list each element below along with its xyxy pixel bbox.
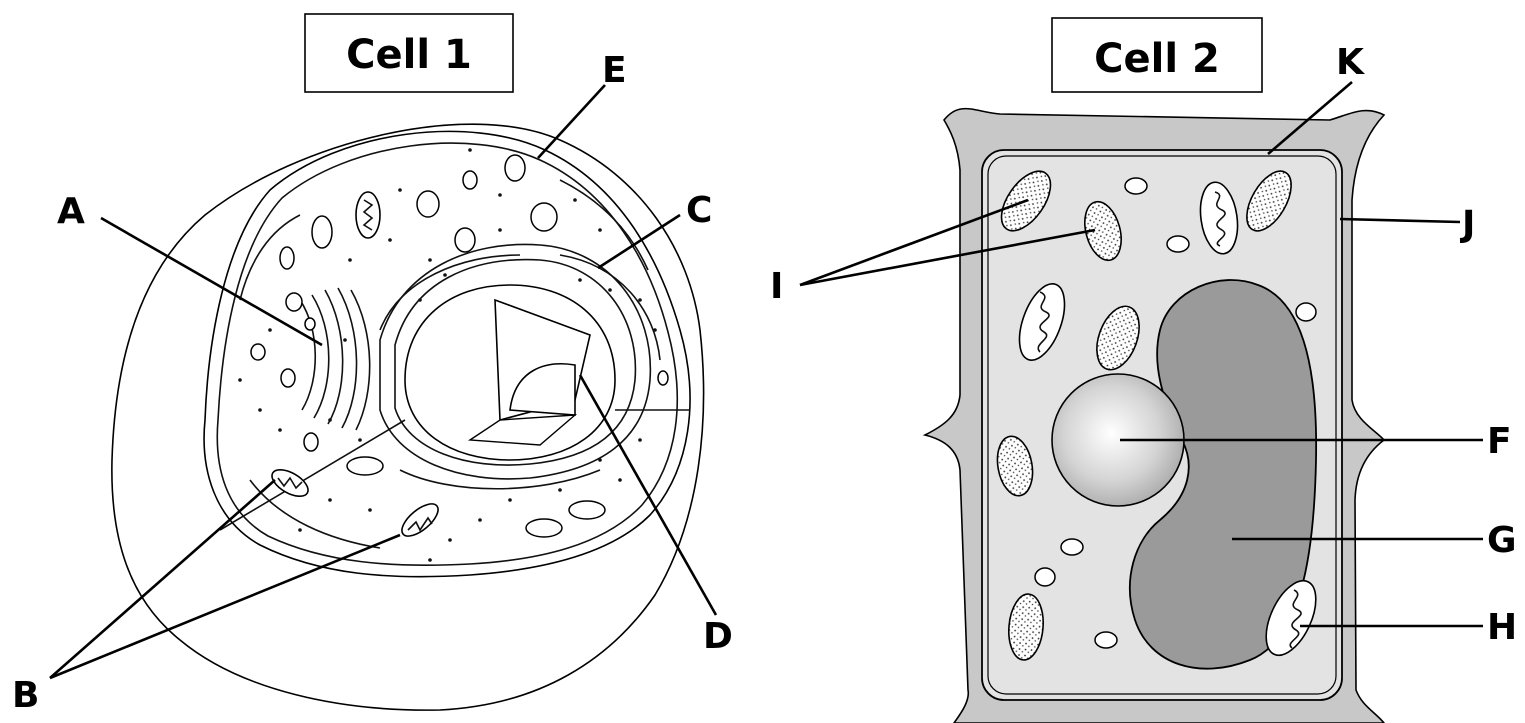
label-E: E [602,50,627,91]
cell2-title: Cell 2 [1094,36,1220,82]
label-F: F [1487,421,1512,462]
label-G: G [1487,520,1517,561]
cell1-title: Cell 1 [346,32,472,78]
label-I: I [770,266,783,307]
label-H: H [1487,607,1517,648]
cell1-title-box: Cell 1 [305,14,513,92]
label-B: B [12,675,39,716]
label-C: C [686,190,712,231]
leader-J [1340,219,1460,222]
cell1: Cell 1 [12,14,733,716]
label-K: K [1336,42,1365,83]
cell2: Cell 2 [770,18,1517,723]
label-D: D [703,616,733,657]
cell1-nucleus [405,285,615,460]
cell2-title-box: Cell 2 [1052,18,1262,92]
label-A: A [57,191,85,232]
label-J: J [1459,204,1475,245]
